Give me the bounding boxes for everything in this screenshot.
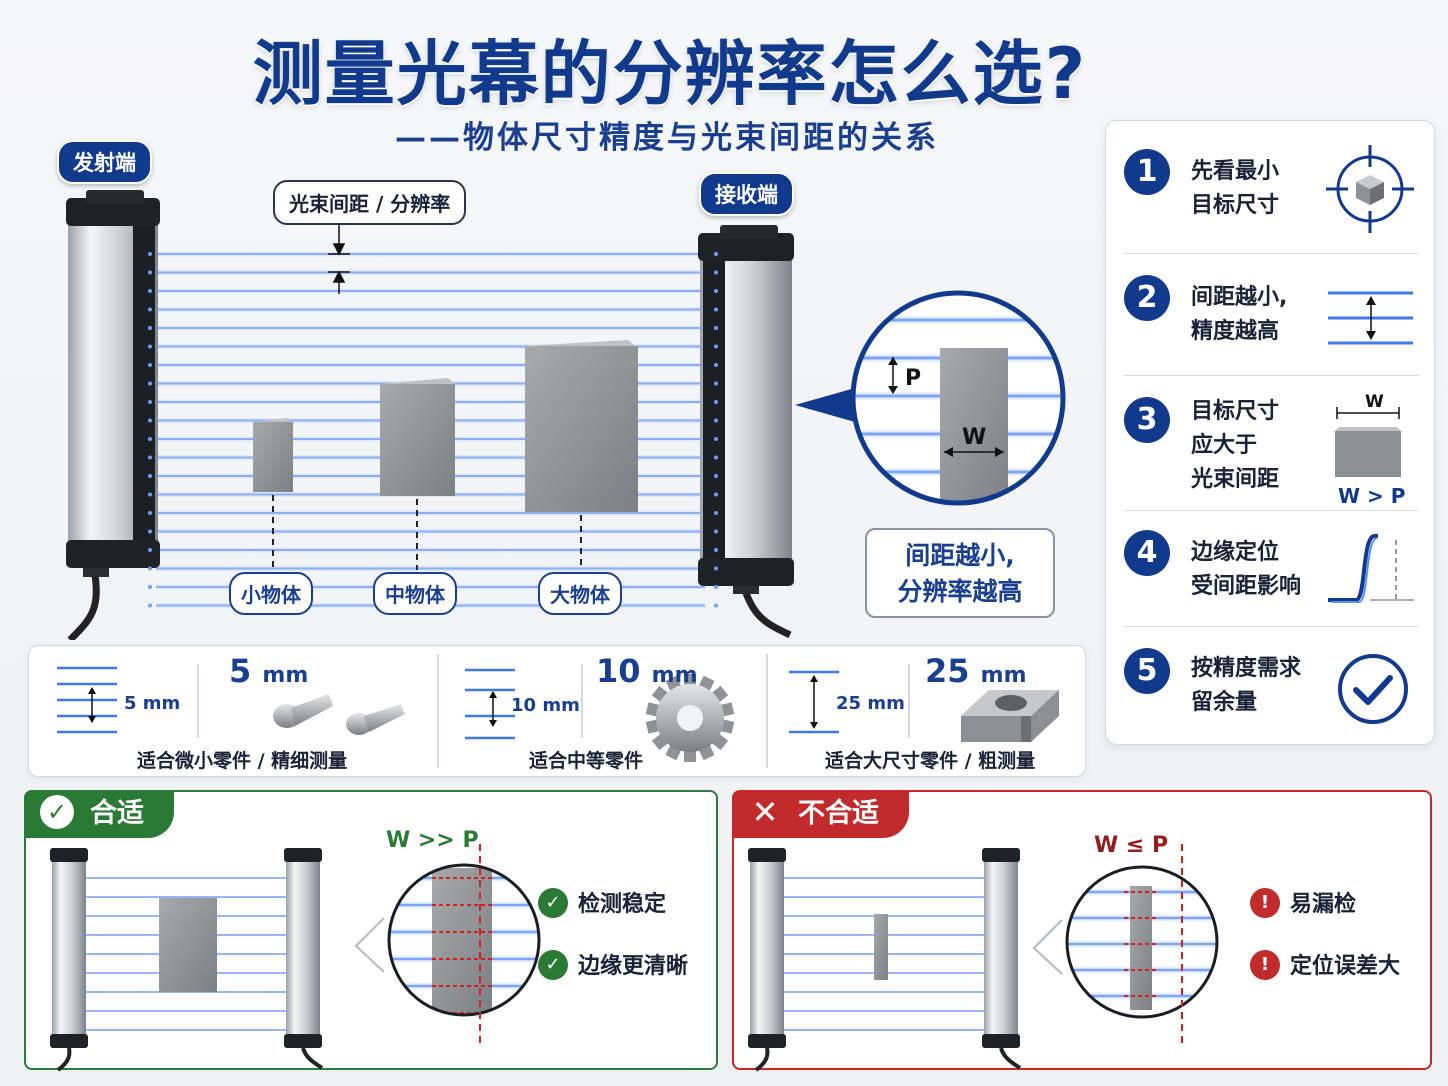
width-vs-pitch-icon: W W > P [1335, 392, 1405, 505]
step-text-line: 按精度需求 [1191, 656, 1302, 681]
step-text-line: 间距越小, [1191, 285, 1288, 310]
emitter-unit [66, 190, 160, 640]
step-text-line: 边缘定位 [1191, 540, 1280, 565]
step-4: 4 边缘定位 受间距影响 [1106, 510, 1436, 626]
step-number: 4 [1124, 530, 1170, 576]
medium-object-label: 中物体 [373, 572, 457, 615]
step-text-line: 留余量 [1191, 690, 1258, 715]
check-icon: ✓ [538, 888, 568, 918]
target-crosshair-icon [1326, 145, 1414, 233]
step-2: 2 间距越小, 精度越高 [1106, 253, 1436, 375]
screw-icon [273, 694, 405, 735]
callout-line-2: 分辨率越高 [897, 577, 1023, 606]
zoom-pointer [795, 388, 855, 422]
zoom-detail: P W [850, 290, 1066, 506]
cross-icon: ✕ [751, 792, 779, 831]
res-10-small-label: 10 mm [511, 695, 580, 716]
selection-steps-panel: 1 先看最小 目标尺寸 2 间距越小, 精度越高 [1105, 120, 1435, 745]
step-text-line: 目标尺寸 [1191, 399, 1280, 424]
page-subtitle: ——物体尺寸精度与光束间距的关系 [395, 120, 939, 156]
suitable-bullet-1: ✓检测稳定 [538, 886, 666, 920]
unsuitable-example-panel: ✕ 不合适 W ≤ P !易漏检 !定位误差大 [732, 790, 1432, 1072]
step-3: 3 目标尺寸 应大于 光束间距 W W > P [1106, 375, 1436, 510]
res-5-caption: 适合微小零件 / 精细测量 [137, 750, 348, 772]
check-icon: ✓ [40, 794, 74, 829]
gear-icon [645, 674, 735, 762]
large-object [525, 340, 638, 570]
step-text-line: 受间距影响 [1191, 574, 1302, 599]
step-5: 5 按精度需求 留余量 [1106, 626, 1436, 744]
emitter-label: 发射端 [57, 140, 152, 184]
suitable-title: 合适 [90, 798, 144, 829]
callout-line-1: 间距越小, [905, 541, 1015, 570]
unsuitable-formula: W ≤ P [1094, 833, 1168, 858]
step-text-line: 先看最小 [1191, 159, 1280, 184]
zoom-p-label: P [905, 366, 921, 391]
check-icon: ✓ [538, 950, 568, 980]
res-5-value: 5 mm [229, 652, 309, 690]
large-object-label: 大物体 [538, 572, 622, 615]
step-number: 1 [1124, 149, 1170, 195]
step-text-line: 光束间距 [1191, 467, 1280, 492]
check-circle-icon [1338, 654, 1408, 724]
step3-formula: W > P [1338, 484, 1405, 505]
unsuitable-title: 不合适 [798, 798, 879, 829]
edge-step-icon [1328, 534, 1414, 603]
pitch-label: 光束间距 / 分辨率 [273, 180, 467, 225]
suitable-diagram: W >> P [50, 828, 541, 1072]
step-text-line: 精度越高 [1191, 319, 1280, 344]
suitable-header: ✓ 合适 [24, 790, 174, 838]
res-25-small-label: 25 mm [836, 693, 905, 714]
alert-icon: ! [1250, 888, 1280, 918]
unsuitable-bullet-1: !易漏检 [1250, 886, 1356, 920]
step-1: 1 先看最小 目标尺寸 [1106, 121, 1436, 251]
suitable-bullet-2: ✓边缘更清晰 [538, 948, 688, 982]
small-object-label: 小物体 [229, 572, 313, 615]
res-25-caption: 适合大尺寸零件 / 粗测量 [825, 750, 1036, 772]
strip-graphics [57, 654, 1059, 768]
suitable-example-panel: ✓ 合适 W >> P ✓检测稳定 ✓边缘更清晰 [24, 790, 718, 1072]
alert-icon: ! [1250, 950, 1280, 980]
receiver-unit [698, 225, 794, 639]
resolution-callout: 间距越小, 分辨率越高 [865, 528, 1055, 618]
unsuitable-header: ✕ 不合适 [732, 790, 909, 838]
step3-w-label: W [1365, 392, 1384, 412]
res-10-caption: 适合中等零件 [529, 750, 644, 772]
step-text-line: 应大于 [1191, 433, 1258, 458]
res-10-value: 10 mm [596, 652, 698, 690]
small-object [253, 418, 294, 570]
light-curtain-diagram: P W [66, 190, 1066, 640]
unsuitable-bullet-2: !定位误差大 [1250, 948, 1400, 982]
res-5-small-label: 5 mm [124, 693, 181, 714]
resolution-comparison-strip: 5 mm 5 mm 适合微小零件 / 精细测量 10 mm 10 mm 适合中等… [28, 645, 1086, 777]
metal-plate-icon [961, 690, 1059, 742]
step-text-line: 目标尺寸 [1191, 193, 1280, 218]
pitch-marker [328, 222, 350, 294]
zoom-w-label: W [962, 425, 986, 450]
res-25-value: 25 mm [925, 652, 1027, 690]
step-number: 3 [1124, 397, 1170, 443]
unsuitable-diagram: W ≤ P [748, 833, 1219, 1072]
suitable-formula: W >> P [386, 828, 479, 853]
page-title: 测量光幕的分辨率怎么选? [252, 33, 1088, 115]
step-number: 5 [1124, 648, 1170, 694]
step-number: 2 [1124, 275, 1170, 321]
medium-object [380, 378, 456, 570]
receiver-label: 接收端 [699, 172, 794, 216]
beam-spacing-icon [1328, 291, 1413, 345]
